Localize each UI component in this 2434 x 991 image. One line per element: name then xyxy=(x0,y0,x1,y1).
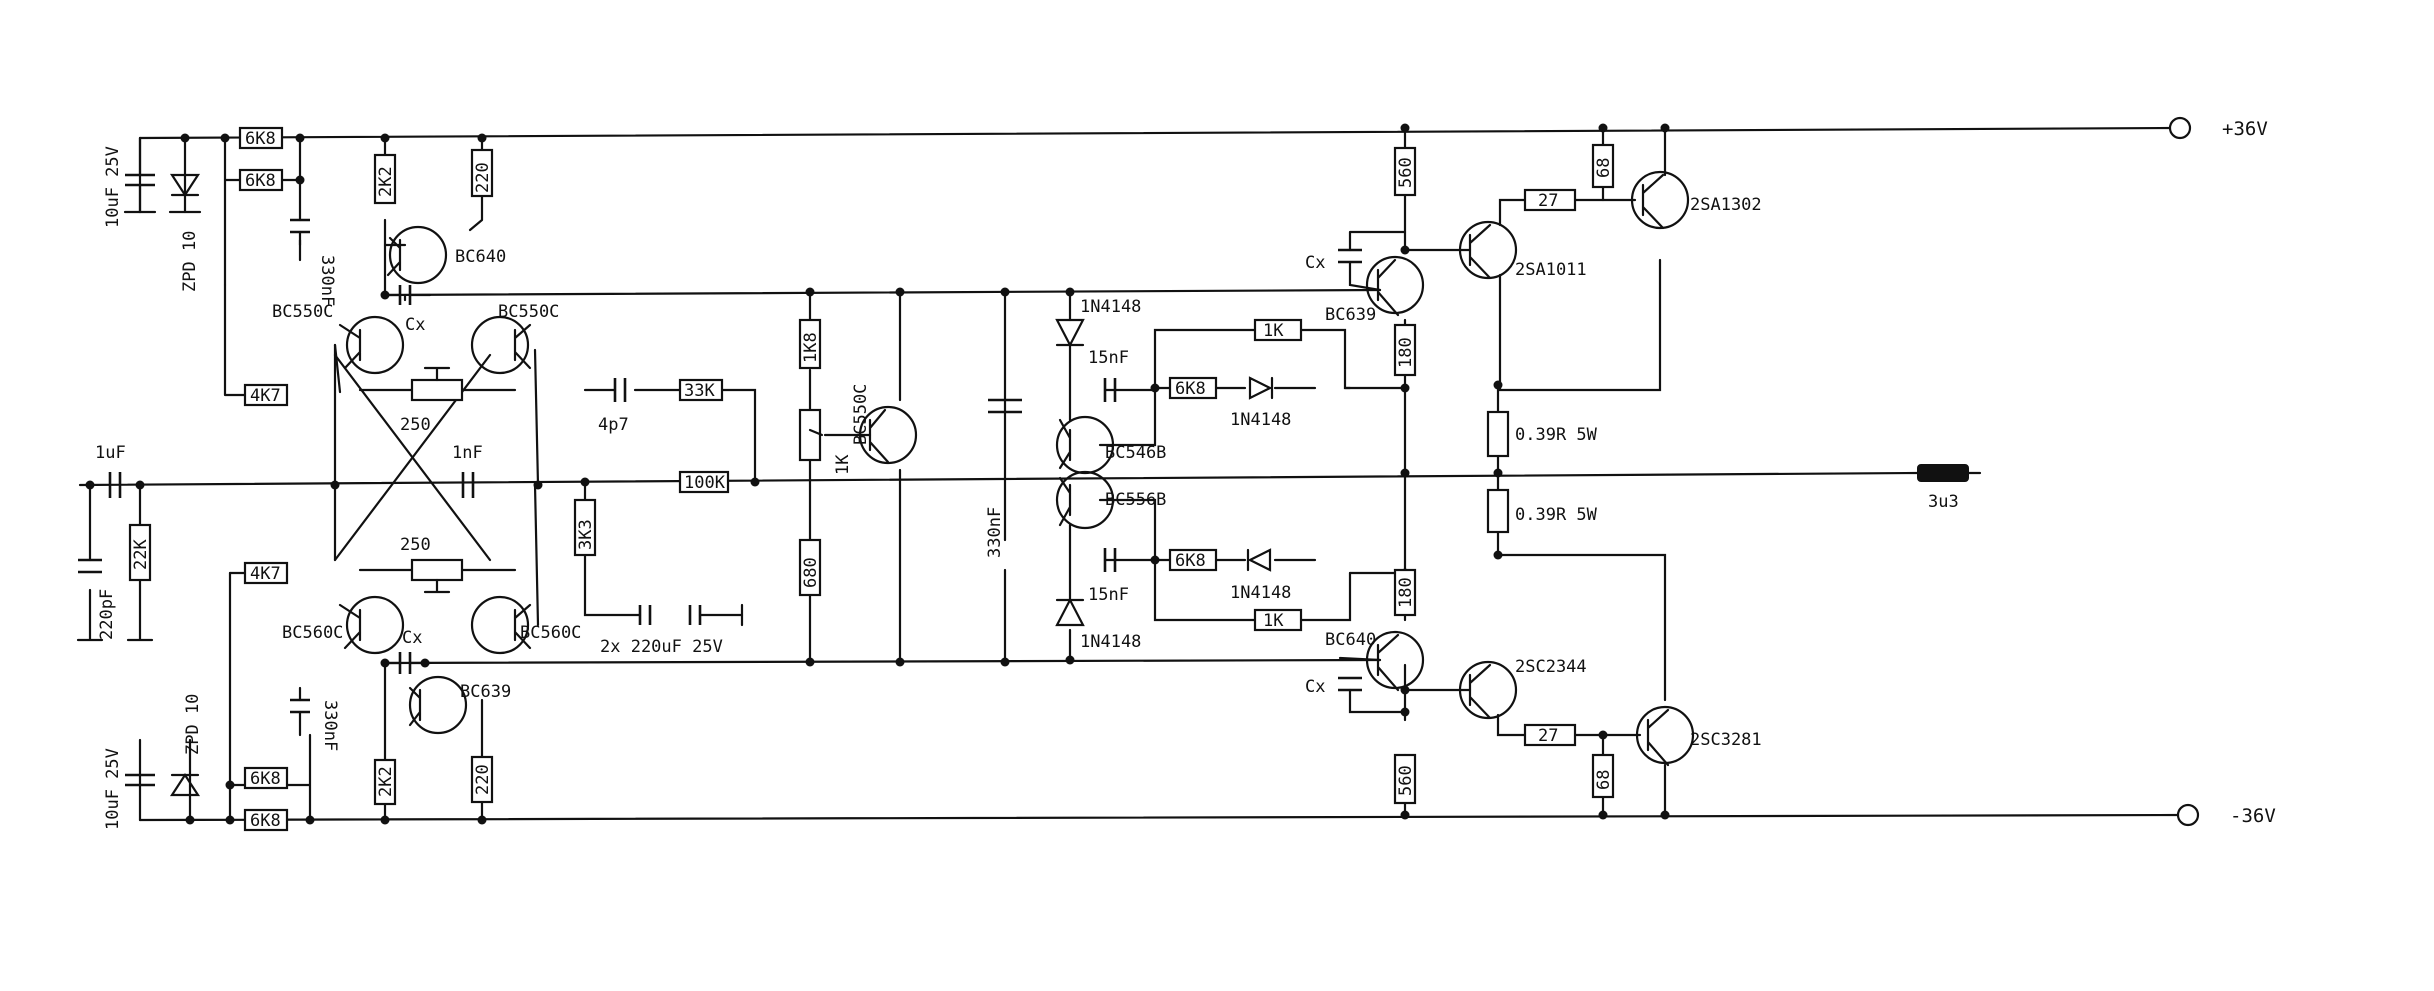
vbe-r-bottom-label: 680 xyxy=(801,557,821,588)
feedback-r-comp-label: 33K xyxy=(684,381,715,401)
protection-r-top-b-label: 6K8 xyxy=(1175,379,1206,399)
rail-negative-label: -36V xyxy=(2230,805,2276,827)
protection-r-bottom-a-label: 1K xyxy=(1263,611,1284,631)
output-top-r-68-label: 68 xyxy=(1594,158,1614,178)
resistors xyxy=(128,126,1615,832)
diff-bottom-r-base-label: 4K7 xyxy=(250,564,281,584)
protection-diode-3-label: 1N4148 xyxy=(1230,583,1291,603)
diff-bottom-q-left-label: BC560C xyxy=(282,623,343,643)
diff-top-trim-label: 250 xyxy=(400,415,431,435)
feedback-r-feedback-label: 100K xyxy=(684,473,726,493)
input-filter-cap-label: 220pF xyxy=(97,589,117,640)
output-top-r-27-label: 27 xyxy=(1538,191,1558,211)
output-bottom-r-180-label: 180 xyxy=(1396,577,1416,608)
output-bottom-q-pre-label: 2SC2344 xyxy=(1515,657,1587,677)
output-inductor-label: 3u3 xyxy=(1928,492,1959,512)
output-top-q-pre-label: 2SA1011 xyxy=(1515,260,1587,280)
vbe-r-top-label: 1K8 xyxy=(801,332,821,363)
protection-diode-2-label: 1N4148 xyxy=(1230,410,1291,430)
vbe-cap-bypass-label: 330nF xyxy=(985,507,1005,558)
diff-bottom-cx-label: Cx xyxy=(402,628,422,648)
diff-top-r-source-label: 2K2 xyxy=(376,166,396,197)
supply-top-cap-label: 10uF 25V xyxy=(103,146,123,228)
supply-bottom-cap-label: 10uF 25V xyxy=(103,748,123,830)
transistors xyxy=(338,170,1695,767)
output-top-cx-label: Cx xyxy=(1305,253,1325,273)
protection-diode-4-label: 1N4148 xyxy=(1080,632,1141,652)
protection-q-top-label: BC546B xyxy=(1105,443,1166,463)
protection-diode-1-label: 1N4148 xyxy=(1080,297,1141,317)
positive-terminal-icon xyxy=(2168,116,2192,140)
supply-top-filter-label: 330nF xyxy=(317,255,337,306)
protection-r-bottom-b-label: 6K8 xyxy=(1175,551,1206,571)
supply-top-zener-label: ZPD 10 xyxy=(180,231,200,292)
output-top-r-emitter-label: 0.39R 5W xyxy=(1515,425,1598,445)
output-bottom-r-emitter-label: 0.39R 5W xyxy=(1515,505,1598,525)
supply-top-r1-label: 6K8 xyxy=(245,129,276,149)
supply-bottom-r1-label: 6K8 xyxy=(250,769,281,789)
output-bottom-cx-label: Cx xyxy=(1305,677,1325,697)
input-bias-resistor-label: 22K xyxy=(131,539,151,570)
supply-top-r2-label: 6K8 xyxy=(245,171,276,191)
rail-positive-label: +36V xyxy=(2222,118,2268,140)
supply-bottom-filter-label: 330nF xyxy=(320,700,340,751)
vbe-transistor-label: BC550C xyxy=(851,384,871,445)
diff-top-r-base-label: 4K7 xyxy=(250,386,281,406)
output-bottom-q-out-label: 2SC3281 xyxy=(1690,730,1762,750)
output-bottom-r-68-label: 68 xyxy=(1594,770,1614,790)
output-bottom-r-560-label: 560 xyxy=(1396,765,1416,796)
output-top-r-560-label: 560 xyxy=(1396,157,1416,188)
labels: +36V -36V 3u3 10uF 25V ZPD 10 6K8 6K8 33… xyxy=(95,118,2276,831)
wires xyxy=(76,126,2182,822)
supply-bottom-zener-label: ZPD 10 xyxy=(183,694,203,755)
terminals xyxy=(1917,116,2200,827)
input-cross-cap-label: 1nF xyxy=(452,443,483,463)
diff-bottom-r-tail-label: 220 xyxy=(473,764,493,795)
feedback-cap-dc-label: 2x 220uF 25V xyxy=(600,637,723,657)
diff-top-q-left-label: BC550C xyxy=(272,302,333,322)
diff-top-cx-label: Cx xyxy=(405,315,425,335)
input-cap-label: 1uF xyxy=(95,443,126,463)
diff-top-q-source-label: BC640 xyxy=(455,247,506,267)
feedback-cap-comp-label: 4p7 xyxy=(598,415,629,435)
output-inductor-icon xyxy=(1917,464,1969,482)
diff-bottom-r-source-label: 2K2 xyxy=(376,766,396,797)
diff-top-r-tail-label: 220 xyxy=(473,162,493,193)
vbe-pot-label: 1K xyxy=(833,454,853,475)
protection-r-top-a-label: 1K xyxy=(1263,321,1284,341)
feedback-r-gain-label: 3K3 xyxy=(576,519,596,550)
diff-bottom-q-source-label: BC639 xyxy=(460,682,511,702)
output-bottom-r-27-label: 27 xyxy=(1538,726,1558,746)
protection-cap-top-label: 15nF xyxy=(1088,348,1129,368)
diff-bottom-q-right-label: BC560C xyxy=(520,623,581,643)
diff-top-q-right-label: BC550C xyxy=(498,302,559,322)
capacitors xyxy=(78,173,1362,787)
negative-terminal-icon xyxy=(2176,803,2200,827)
diodes xyxy=(169,173,1274,797)
output-bottom-q-driver-label: BC640 xyxy=(1325,630,1376,650)
trimmer-wipers xyxy=(423,366,824,594)
protection-cap-bottom-label: 15nF xyxy=(1088,585,1129,605)
diff-bottom-trim-label: 250 xyxy=(400,535,431,555)
output-top-r-180-label: 180 xyxy=(1396,337,1416,368)
protection-q-bottom-label: BC556B xyxy=(1105,490,1166,510)
supply-bottom-r2-label: 6K8 xyxy=(250,811,281,831)
output-top-q-driver-label: BC639 xyxy=(1325,305,1376,325)
junction-dots xyxy=(85,123,1670,825)
output-top-q-out-label: 2SA1302 xyxy=(1690,195,1762,215)
